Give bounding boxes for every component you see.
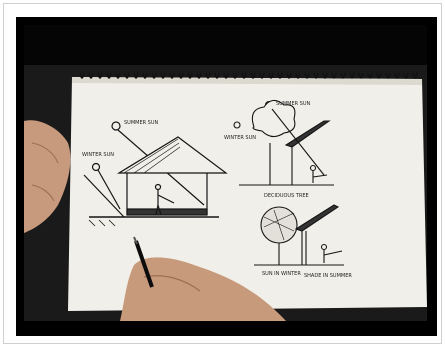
video-frame[interactable]: SUMMER SUN WINTER SUN SUMMER SUN [24, 25, 427, 321]
annotation-deciduous-tree: DECIDUOUS TREE [264, 193, 309, 199]
annotation-winter-sun-2: WINTER SUN [224, 135, 256, 141]
annotation-summer-sun-2: SUMMER SUN [276, 101, 311, 107]
video-player[interactable]: SUMMER SUN WINTER SUN SUMMER SUN [16, 17, 437, 336]
player-frame: SUMMER SUN WINTER SUN SUMMER SUN [3, 3, 442, 344]
annotation-shade-in-summer: SHADE IN SUMMER [304, 273, 352, 279]
sketchbook-page [68, 77, 427, 311]
annotation-winter-sun-1: WINTER SUN [82, 152, 114, 158]
sketch-video-image: SUMMER SUN WINTER SUN SUMMER SUN [24, 25, 427, 321]
annotation-sun-in-winter: SUN IN WINTER [262, 271, 301, 277]
annotation-summer-sun-1: SUMMER SUN [124, 120, 159, 126]
